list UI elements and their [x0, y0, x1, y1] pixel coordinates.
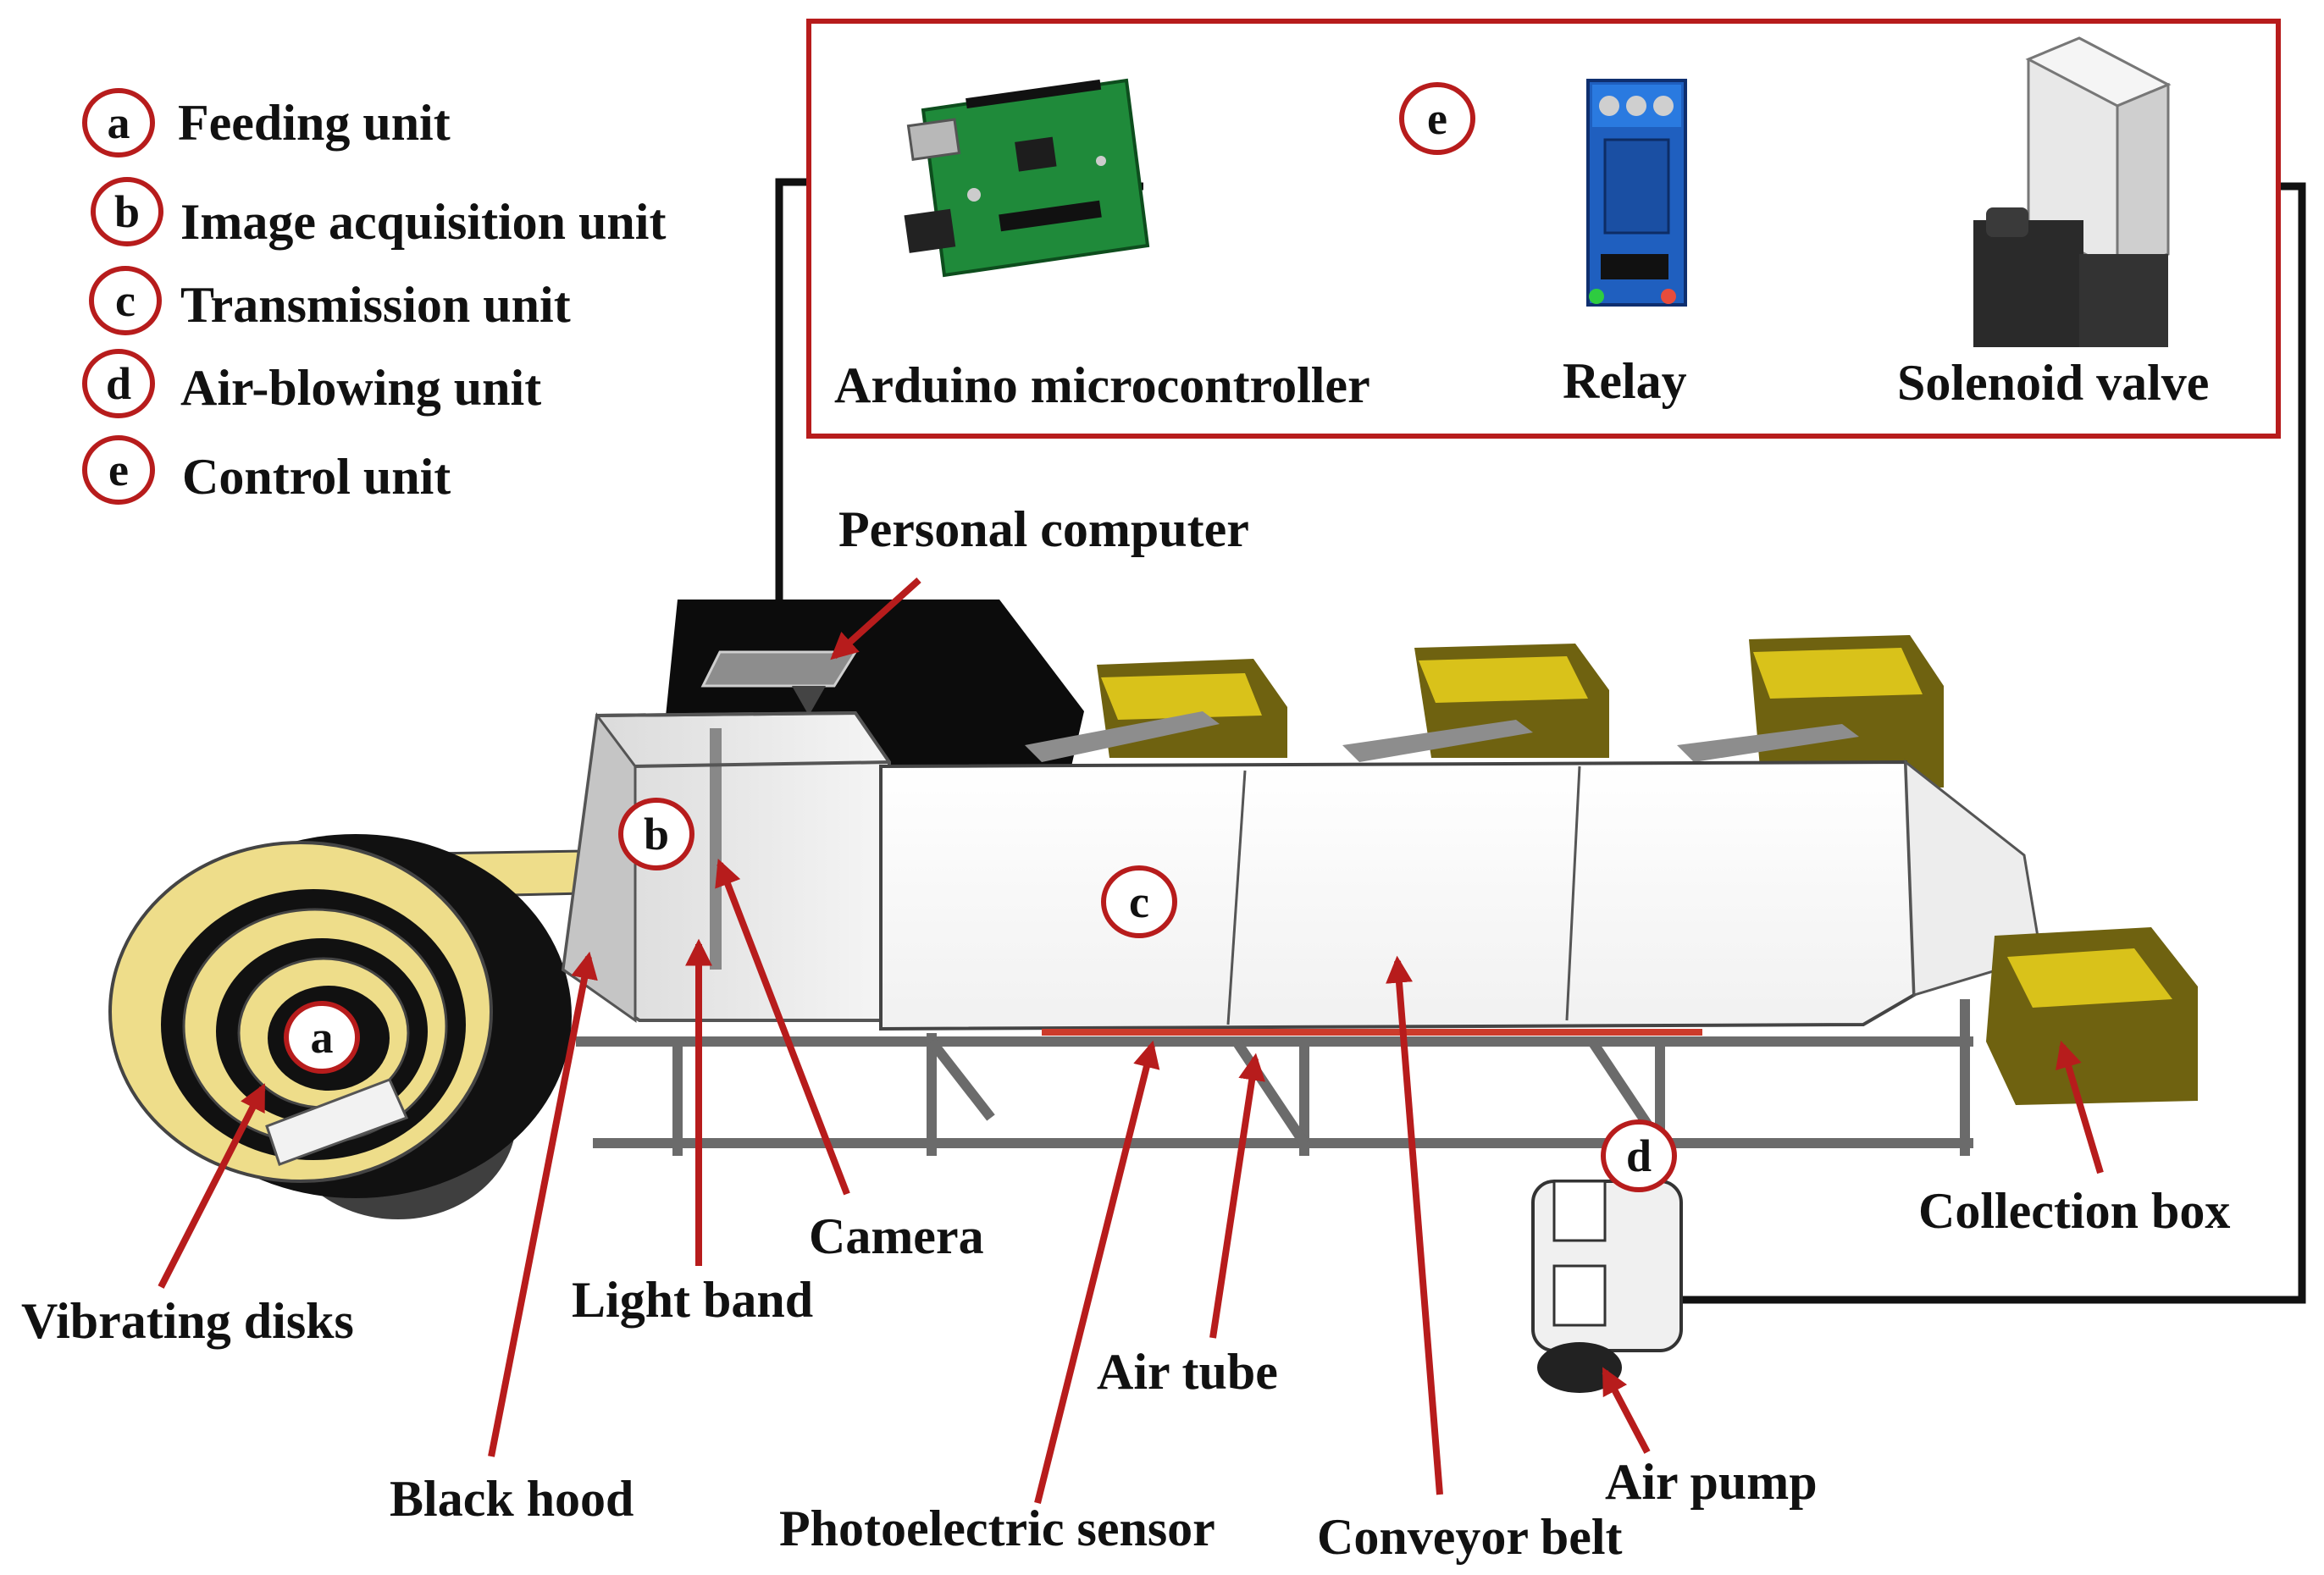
black-hood [561, 710, 891, 1023]
arrow-air-pump [1602, 1367, 1651, 1454]
marker-a-circle [284, 1001, 360, 1074]
unit-markers: a b c d [284, 798, 1677, 1192]
arrow-personal-computer [830, 578, 921, 660]
legend-marker-letter: e [108, 445, 129, 495]
legend-label: Image acquisition unit [180, 194, 666, 250]
legend-marker-circle [82, 88, 155, 158]
legend-marker-circle [82, 349, 155, 418]
relay-label: Relay [1563, 353, 1687, 409]
legend-marker-circle [89, 266, 162, 335]
arduino-label: Arduino microcontroller [834, 357, 1370, 413]
label-black-hood: Black hood [390, 1471, 634, 1527]
arrow-collection-box [2056, 1040, 2104, 1174]
legend-item-b: b Image acquisition unit [91, 177, 666, 250]
support-frame [576, 999, 1973, 1156]
legend-label: Control unit [182, 449, 451, 505]
label-camera: Camera [809, 1208, 984, 1264]
control-unit-box: e Arduino microcontroller Relay [806, 19, 2281, 439]
callout-arrows [158, 578, 2104, 1504]
legend-marker-circle [91, 177, 163, 246]
arrow-conveyor-belt [1386, 955, 1443, 1495]
legend-marker-letter: b [114, 186, 140, 237]
label-light-band: Light band [572, 1272, 813, 1328]
arrow-vibrating-disks [158, 1083, 266, 1289]
conveyor-belt [879, 759, 2043, 1036]
marker-d-letter: d [1626, 1130, 1652, 1181]
arduino-board [904, 78, 1150, 278]
callout-labels: Personal computer Camera Light band Vibr… [21, 501, 2230, 1565]
solenoid-label: Solenoid valve [1897, 355, 2209, 411]
control-unit-marker-letter: e [1427, 93, 1447, 144]
label-photoelectric-sensor: Photoelectric sensor [779, 1500, 1215, 1556]
control-unit-marker [1399, 82, 1475, 155]
marker-a-letter: a [311, 1012, 334, 1063]
label-conveyor-belt: Conveyor belt [1317, 1509, 1623, 1565]
label-vibrating-disks: Vibrating disks [21, 1293, 354, 1349]
legend-label: Transmission unit [180, 277, 571, 333]
relay-module [1586, 79, 1687, 307]
collection-box-3 [1749, 635, 1944, 788]
arrow-photoelectric-sensor [1034, 1040, 1160, 1504]
marker-b-letter: b [644, 809, 669, 859]
legend-item-e: e Control unit [82, 435, 451, 505]
legend-marker-letter: c [115, 275, 136, 326]
legend-item-a: a Feeding unit [82, 88, 451, 158]
arrow-black-hood [488, 951, 598, 1457]
solenoid-valve [1973, 36, 2172, 347]
legend-item-d: d Air-blowing unit [82, 349, 541, 418]
legend: a Feeding unit b Image acquisition unit … [82, 88, 666, 505]
marker-c-circle [1101, 865, 1177, 938]
arrow-air-tube [1209, 1053, 1265, 1339]
marker-c-letter: c [1129, 876, 1149, 927]
label-collection-box: Collection box [1918, 1183, 2230, 1239]
legend-marker-circle [82, 435, 155, 505]
label-air-tube: Air tube [1097, 1344, 1278, 1400]
legend-item-c: c Transmission unit [89, 266, 571, 335]
legend-label: Air-blowing unit [180, 360, 541, 416]
collection-box-front [1986, 927, 2198, 1105]
legend-marker-letter: a [108, 97, 130, 148]
air-pump [1531, 1180, 1683, 1393]
label-air-pump: Air pump [1605, 1454, 1818, 1510]
legend-marker-letter: d [106, 358, 131, 409]
marker-d-circle [1601, 1119, 1677, 1192]
arrow-camera [715, 859, 850, 1196]
marker-b-circle [618, 798, 694, 870]
label-personal-computer: Personal computer [838, 501, 1249, 557]
legend-label: Feeding unit [178, 95, 451, 151]
chutes [1025, 711, 1859, 762]
